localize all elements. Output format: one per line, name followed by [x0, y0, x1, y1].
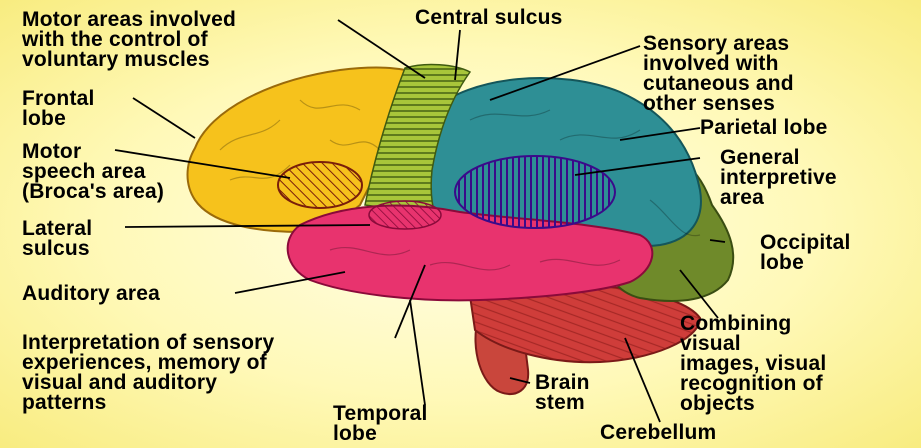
label-temporal-lobe: Temporal lobe: [333, 404, 428, 444]
label-occipital-lobe: Occipital lobe: [760, 233, 851, 273]
label-general-interpretive: General interpretive area: [720, 148, 837, 208]
label-frontal-lobe: Frontal lobe: [22, 89, 95, 129]
label-motor-speech: Motor speech area (Broca's area): [22, 142, 164, 202]
label-sensory-areas: Sensory areas involved with cutaneous an…: [643, 34, 794, 114]
label-brain-stem: Brain stem: [535, 373, 590, 413]
broca-area: [278, 162, 362, 208]
label-cerebellum: Cerebellum: [600, 423, 716, 443]
label-combining-visual: Combining visual images, visual recognit…: [680, 314, 826, 414]
label-central-sulcus: Central sulcus: [415, 8, 563, 28]
label-interpretation: Interpretation of sensory experiences, m…: [22, 333, 274, 413]
label-parietal-lobe: Parietal lobe: [700, 118, 827, 138]
lateral-sulcus-hatch: [369, 201, 441, 229]
label-lateral-sulcus: Lateral sulcus: [22, 219, 92, 259]
label-motor-areas: Motor areas involved with the control of…: [22, 10, 236, 70]
label-auditory-area: Auditory area: [22, 284, 160, 304]
general-interpretive-area: [455, 156, 615, 228]
